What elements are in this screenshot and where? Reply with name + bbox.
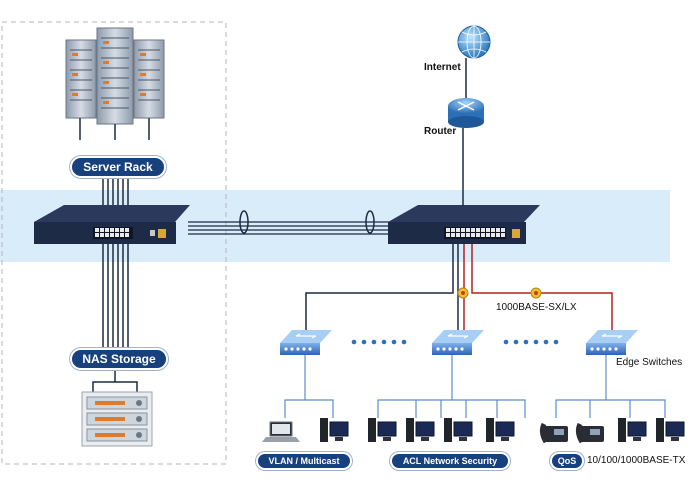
access-links (284, 355, 666, 418)
sfp-module-icon-2 (530, 287, 542, 299)
internet-label: Internet (424, 62, 461, 73)
core-switch-right (388, 205, 540, 244)
internet-globe-icon (457, 25, 491, 59)
ip-phone-icon (575, 422, 604, 444)
pc-icon (406, 418, 435, 442)
vlan-multicast-label: VLAN / Multicast (256, 452, 352, 470)
router-icon (448, 98, 484, 128)
pc-icon (320, 418, 349, 442)
core-trunk-links (188, 221, 392, 235)
qos-label: QoS (550, 452, 584, 470)
server-rack-label: Server Rack (70, 156, 166, 178)
sfp-module-icon-1 (457, 287, 469, 299)
fiber-link-label: 1000BASE-SX/LX (496, 302, 577, 313)
edge-switch-3 (586, 330, 638, 355)
core-switch-left (34, 205, 190, 244)
pc-icon (444, 418, 473, 442)
edge-uplinks (305, 244, 613, 330)
more-switches-dots-left (351, 339, 407, 345)
edge-switch-1 (280, 330, 332, 355)
link-aggregation-marker-left (239, 210, 249, 234)
link-aggregation-marker-right (365, 210, 375, 234)
nas-links (92, 242, 138, 392)
access-speed-label: 10/100/1000BASE-TX (587, 455, 686, 466)
pc-icon (618, 418, 647, 442)
laptop-icon (262, 421, 300, 442)
nas-storage-label: NAS Storage (70, 348, 168, 370)
edge-switch-2 (432, 330, 484, 355)
datacenter-boundary (1, 21, 227, 465)
pc-icon (368, 418, 397, 442)
acl-network-security-label: ACL Network Security (390, 452, 510, 470)
server-rack-icon (65, 27, 165, 125)
edge-switches-label: Edge Switches (616, 357, 683, 368)
pc-icon (486, 418, 515, 442)
router-label: Router (424, 126, 457, 137)
pc-icon (656, 418, 685, 442)
nas-storage-icon (81, 391, 153, 447)
more-switches-dots-right (503, 339, 559, 345)
ip-phone-icon (539, 422, 568, 444)
